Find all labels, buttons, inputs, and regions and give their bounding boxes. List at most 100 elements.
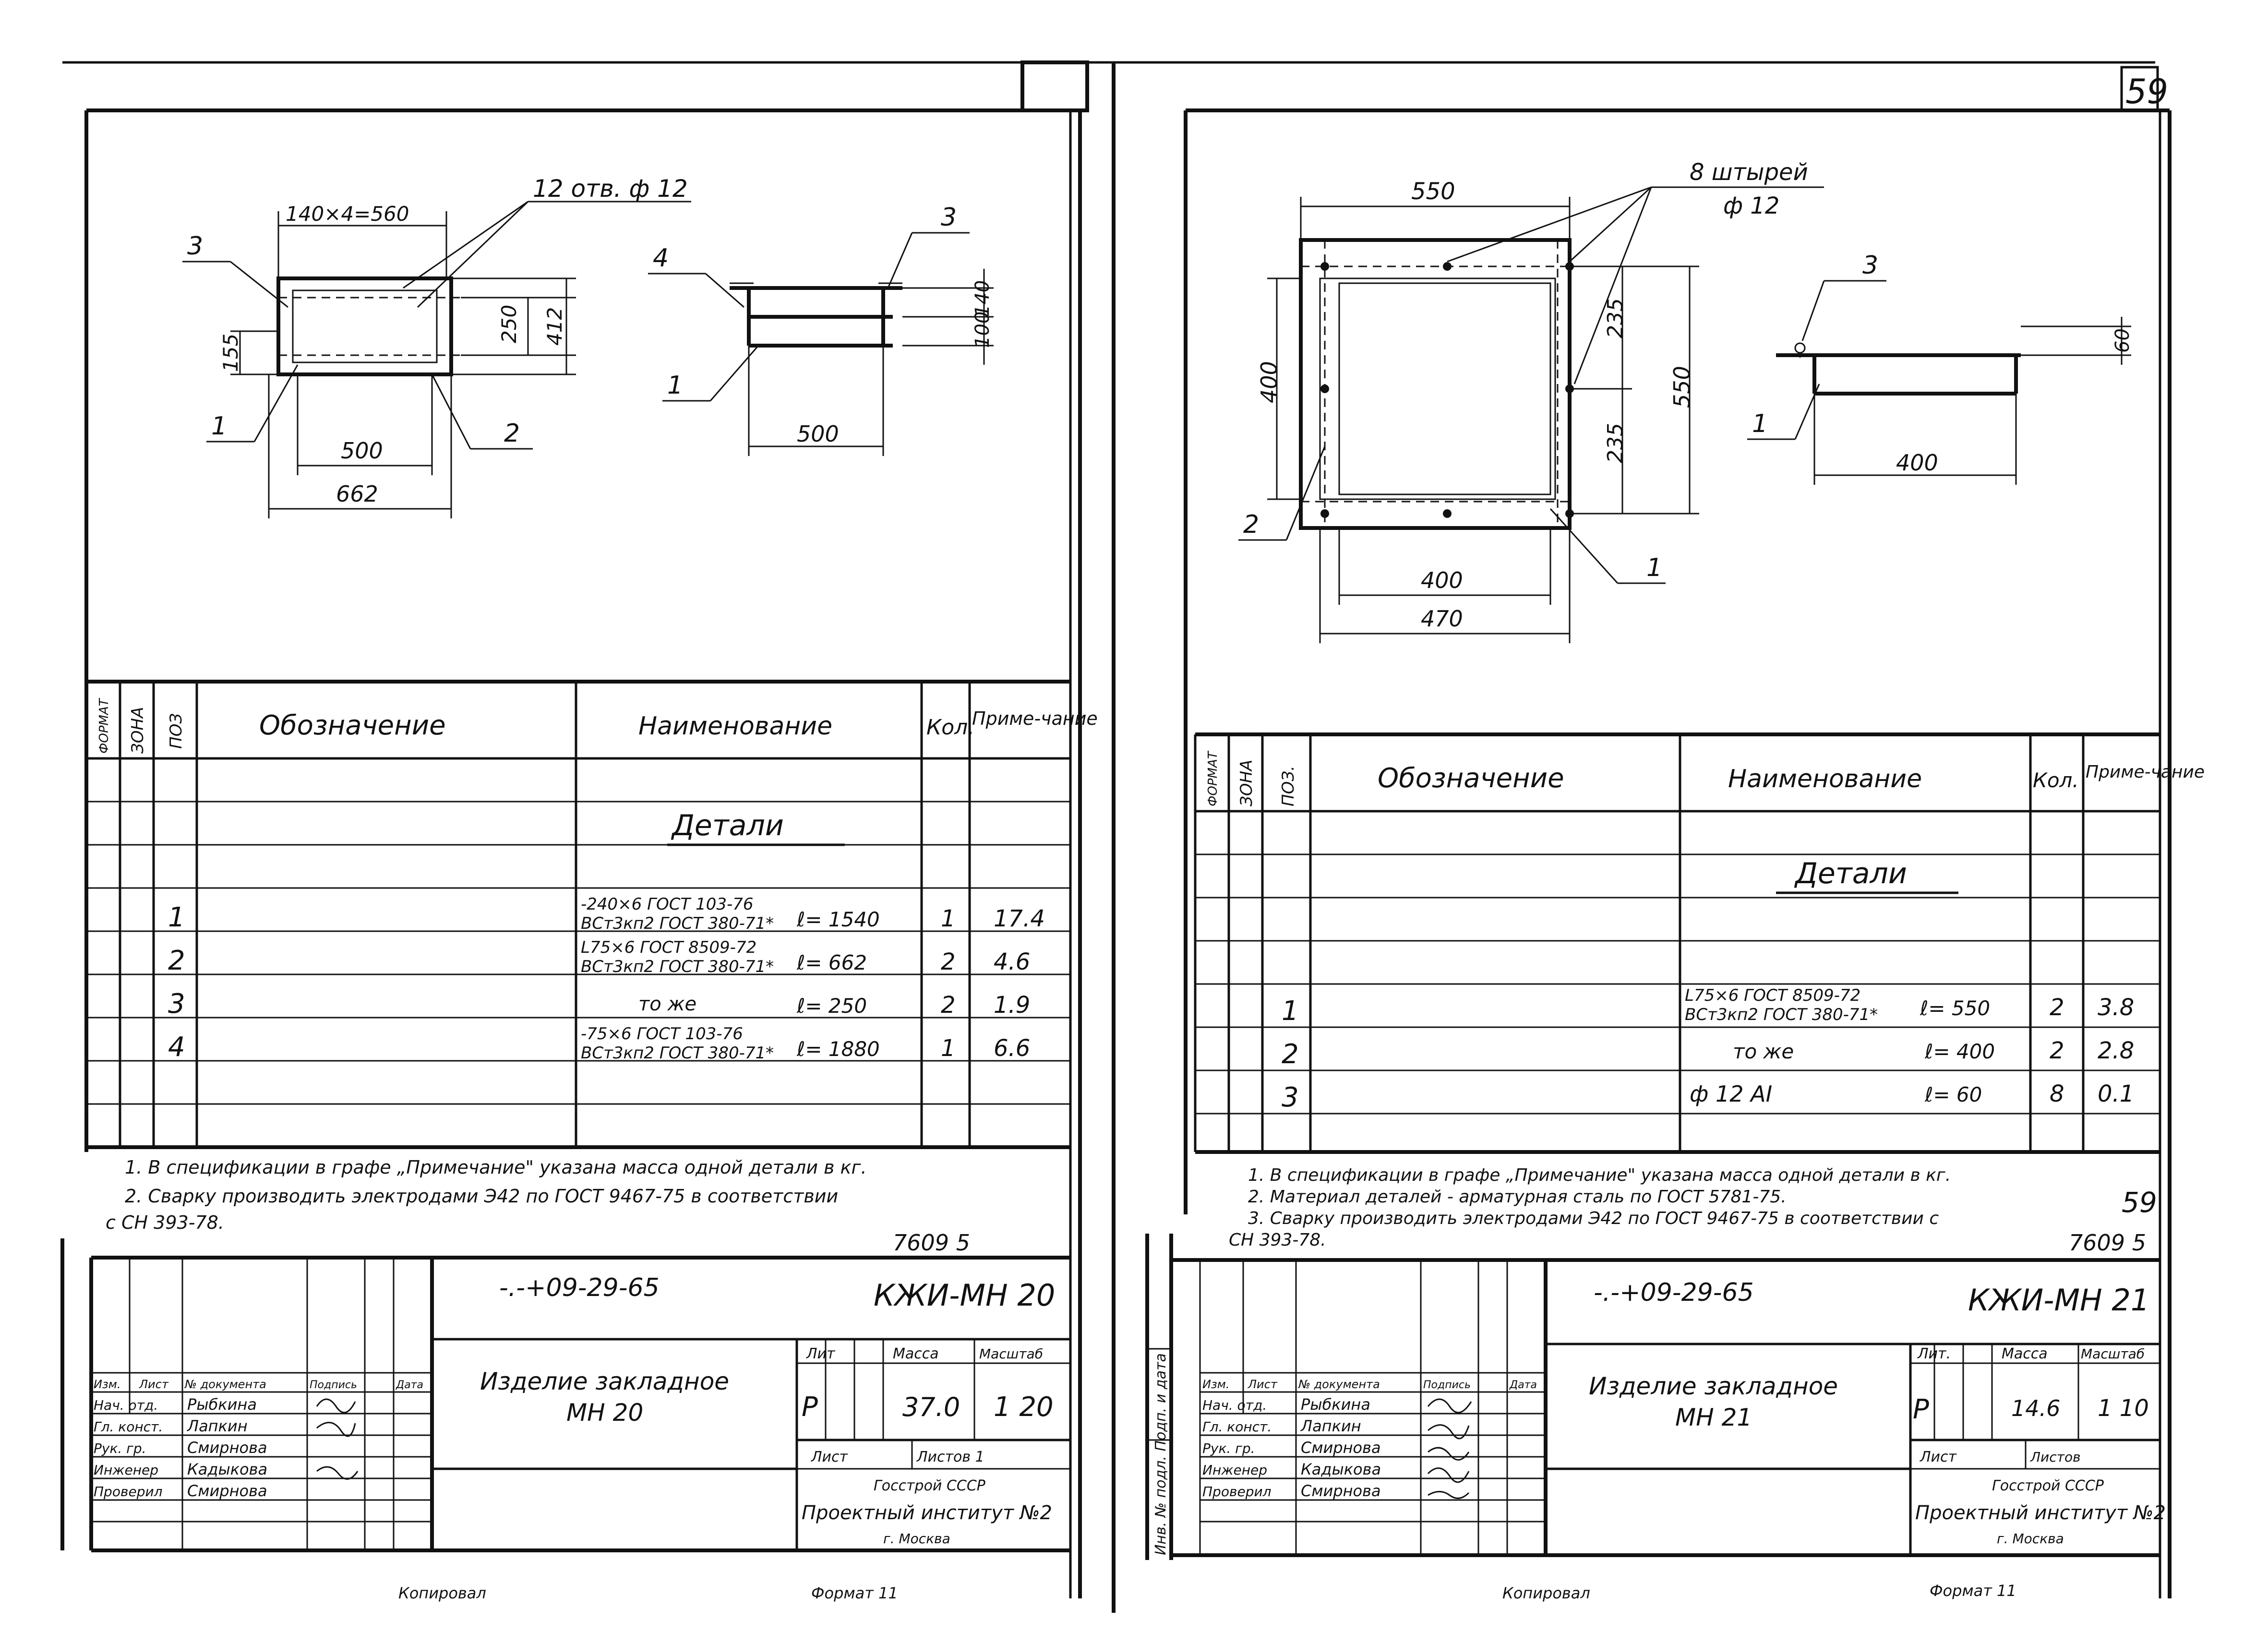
svg-text:1: 1: [941, 905, 956, 932]
svg-text:Рыбкина: Рыбкина: [1301, 1395, 1370, 1414]
svg-text:№ документа: № документа: [1297, 1378, 1380, 1391]
svg-text:Лист: Лист: [811, 1449, 849, 1465]
right-plan-view: 550 8 штырей ф 12 400 235 235 550 400 47…: [1238, 159, 1824, 643]
sec-pos-4: 4: [653, 244, 669, 273]
pin-marks: [1320, 262, 1574, 518]
col-name: Наименование: [638, 712, 832, 741]
svg-text:1. В спецификации в графе „При: 1. В спецификации в графе „Примечание" у…: [1248, 1165, 1951, 1185]
svg-text:6.6: 6.6: [994, 1035, 1030, 1062]
right-sheet: 550 8 штырей ф 12 400 235 235 550 400 47…: [1112, 62, 2205, 1613]
svg-text:Масса: Масса: [2002, 1345, 2048, 1362]
plan-pos-1: 1: [211, 412, 227, 441]
doc-code: -.-+09-29-65: [1594, 1278, 1754, 1307]
svg-text:Нач. отд.: Нач. отд.: [1202, 1397, 1267, 1413]
section-title: Детали: [671, 809, 784, 842]
pins-dia: ф 12: [1723, 192, 1779, 219]
signature: [316, 1398, 359, 1480]
drawing-mark: КЖИ-МН 21: [1968, 1283, 2149, 1318]
svg-text:Смирнова: Смирнова: [1301, 1482, 1381, 1500]
dim-60: 60: [2112, 328, 2134, 353]
svg-text:Инженер: Инженер: [1202, 1462, 1267, 1478]
svg-text:Проверил: Проверил: [94, 1484, 163, 1500]
svg-text:Кол.: Кол.: [2033, 768, 2079, 792]
doc-code: -.-+09-29-65: [499, 1273, 660, 1302]
svg-text:3. Сварку производить электрод: 3. Сварку производить электродами Э42 по…: [1248, 1209, 1939, 1228]
table-row: 4 -75×6 ГОСТ 103-76 ВСт3кп2 ГОСТ 380-71*…: [168, 1024, 1030, 1063]
svg-text:Дата: Дата: [1509, 1379, 1537, 1391]
svg-text:2: 2: [941, 992, 956, 1019]
svg-text:1 10: 1 10: [2098, 1395, 2149, 1422]
item-subtitle: МН 20: [566, 1399, 643, 1427]
pins-label: 8 штырей: [1690, 159, 1808, 186]
dim-500: 500: [341, 438, 383, 464]
svg-text:Кадыкова: Кадыкова: [1301, 1460, 1381, 1478]
svg-text:L75×6 ГОСТ 8509-72: L75×6 ГОСТ 8509-72: [1685, 986, 1860, 1005]
col-qty: Кол.: [926, 715, 974, 740]
svg-text:Проектный институт №2: Проектный институт №2: [1915, 1502, 2166, 1524]
svg-text:Лит.: Лит.: [1917, 1345, 1951, 1362]
svg-text:Обозначение: Обозначение: [1378, 763, 1564, 794]
svg-text:2.8: 2.8: [2098, 1037, 2134, 1064]
dim-400-vert: 400: [1256, 361, 1282, 403]
svg-text:1 20: 1 20: [994, 1392, 1054, 1423]
svg-text:2: 2: [168, 945, 185, 976]
svg-text:3: 3: [1282, 1082, 1299, 1113]
dim-400-horiz: 400: [1421, 567, 1463, 593]
svg-text:Лапкин: Лапкин: [187, 1417, 248, 1435]
svg-text:Дата: Дата: [396, 1379, 423, 1391]
table-row: 2 L75×6 ГОСТ 8509-72 ВСт3кп2 ГОСТ 380-71…: [168, 938, 1030, 976]
svg-text:1: 1: [1282, 996, 1299, 1027]
svg-text:0.1: 0.1: [2098, 1080, 2134, 1107]
side-stamp: Инв. № подл. Подп. и дата: [1145, 1234, 1173, 1560]
svg-text:ВСт3кп2 ГОСТ 380-71*: ВСт3кп2 ГОСТ 380-71*: [1685, 1005, 1878, 1024]
svg-text:Смирнова: Смирнова: [187, 1439, 267, 1457]
left-spec-table: ФОРМАТ ЗОНА ПОЗ Обозначение Наименование…: [86, 680, 1098, 1149]
svg-text:1: 1: [941, 1035, 956, 1062]
svg-text:Госстрой СССР: Госстрой СССР: [874, 1477, 986, 1494]
col-pos: ПОЗ: [167, 713, 186, 749]
svg-text:с СН 393-78.: с СН 393-78.: [106, 1212, 224, 1233]
sec-pos-1: 1: [667, 371, 683, 400]
svg-text:Наименование: Наименование: [1728, 765, 1922, 793]
svg-text:Нач. отд.: Нач. отд.: [94, 1397, 158, 1413]
svg-text:ℓ= 550: ℓ= 550: [1920, 996, 1990, 1020]
plan-pos-1-r: 1: [1646, 553, 1662, 582]
sec-pos-3: 3: [941, 203, 957, 232]
svg-text:Листов 1: Листов 1: [916, 1449, 984, 1465]
svg-text:2. Сварку производить электрод: 2. Сварку производить электродами Э42 по…: [125, 1186, 838, 1207]
svg-text:Смирнова: Смирнова: [187, 1482, 267, 1500]
svg-text:Масштаб: Масштаб: [2081, 1346, 2145, 1362]
svg-text:г. Москва: г. Москва: [1997, 1531, 2064, 1547]
svg-text:14.6: 14.6: [2011, 1395, 2060, 1421]
page-mark: 59: [2122, 1186, 2157, 1219]
svg-text:г. Москва: г. Москва: [883, 1531, 950, 1547]
table-row: 3 то же ℓ= 250 2 1.9: [168, 988, 1030, 1020]
svg-text:37.0: 37.0: [902, 1392, 960, 1422]
svg-text:Изм.: Изм.: [94, 1378, 120, 1391]
svg-text:3.8: 3.8: [2098, 994, 2134, 1021]
table-row: 2 то же ℓ= 400 2 2.8: [1282, 1037, 2134, 1070]
svg-text:ℓ= 400: ℓ= 400: [1924, 1040, 1995, 1063]
svg-text:4: 4: [168, 1032, 185, 1063]
svg-text:то же: то же: [1733, 1040, 1794, 1063]
item-subtitle: МН 21: [1675, 1404, 1752, 1431]
svg-text:L75×6 ГОСТ 8509-72: L75×6 ГОСТ 8509-72: [581, 938, 756, 957]
svg-text:Масштаб: Масштаб: [979, 1346, 1043, 1362]
svg-text:Смирнова: Смирнова: [1301, 1439, 1381, 1457]
svg-text:ПОЗ.: ПОЗ.: [1279, 766, 1298, 806]
dim-155: 155: [219, 334, 242, 372]
svg-text:4.6: 4.6: [994, 948, 1030, 975]
svg-text:ВСт3кп2 ГОСТ 380-71*: ВСт3кп2 ГОСТ 380-71*: [581, 914, 774, 933]
footer-copied: Копировал: [398, 1584, 486, 1602]
svg-text:СН 393-78.: СН 393-78.: [1229, 1230, 1326, 1250]
sec-pos-3-r: 3: [1862, 251, 1878, 280]
left-notes: 1. В спецификации в графе „Примечание" у…: [106, 1157, 970, 1256]
svg-text:Инженер: Инженер: [94, 1462, 158, 1478]
sec-dim-500: 500: [797, 421, 839, 447]
svg-text:17.4: 17.4: [994, 905, 1045, 932]
svg-text:Гл. конст.: Гл. конст.: [94, 1419, 163, 1435]
dim-235b: 235: [1603, 423, 1628, 463]
svg-text:2. Материал деталей - арматурн: 2. Материал деталей - арматурная сталь п…: [1248, 1187, 1787, 1207]
sec-pos-1-r: 1: [1752, 409, 1768, 438]
right-title-block: Изм. Лист № документа Подпись Дата Нач. …: [1171, 1258, 2166, 1557]
